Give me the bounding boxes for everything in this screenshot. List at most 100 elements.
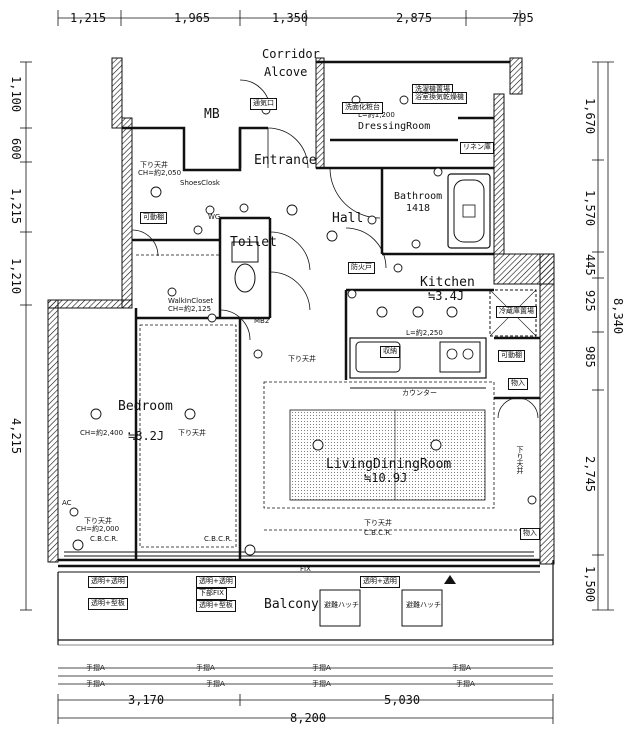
cbcr-mid: C.B.C.R.: [204, 535, 233, 543]
top-dim-1: 1,215: [70, 11, 107, 25]
ch-2000: CH=約2,000: [76, 525, 120, 533]
left-dim-1: 1,100: [9, 76, 23, 113]
handrail-4: 手摺A: [452, 664, 471, 672]
ldr-size: ≒10.9J: [364, 471, 408, 485]
corridor-label: Corridor: [262, 47, 320, 61]
mb2-label: MB2: [254, 317, 270, 325]
window-sashes: [58, 551, 540, 573]
mono-label: 物入: [508, 378, 528, 390]
cbcr-right: C.B.C.R.: [364, 529, 393, 537]
exterior-walls: [47, 57, 555, 565]
sag-ceiling-ac: 下り天井: [84, 517, 112, 525]
counter-label: カウンター: [402, 389, 437, 397]
ch-2400: CH=約2,400: [80, 429, 124, 437]
fridge-space: [489, 289, 537, 337]
left-dim-4: 1,210: [9, 258, 23, 295]
closet-shelf-label: 可動棚: [140, 212, 167, 224]
ac-label: AC: [62, 499, 72, 507]
right-dim-4: 925: [583, 290, 597, 312]
top-dim-3: 1,350: [272, 11, 309, 25]
vent-label: 通気口: [250, 98, 277, 110]
handrail-5: 手摺A: [86, 680, 105, 688]
left-dim-2: 600: [9, 138, 23, 160]
handrail-8: 手摺A: [456, 680, 475, 688]
mb-label: MB: [204, 107, 220, 122]
toilet-fixture: [231, 241, 259, 293]
ch-2050: CH=約2,050: [138, 169, 182, 177]
north-triangle: [444, 575, 456, 584]
interior-walls: [58, 60, 540, 568]
sag-ceiling-bedroom: 下り天井: [178, 429, 206, 437]
window-mist-2: 透明+型板: [196, 600, 236, 612]
top-dim-5: 795: [512, 11, 534, 25]
right-dim-8: 8,340: [611, 298, 625, 335]
handrail-1: 手摺A: [86, 664, 105, 672]
handrail-6: 手摺A: [206, 680, 225, 688]
sagging-ceiling-outlines: [136, 254, 540, 548]
right-dim-5: 985: [583, 346, 597, 368]
kitchen-length: L=約2,250: [406, 329, 443, 337]
bathtub: [447, 173, 491, 249]
evac-hatch-1: 避難ハッチ: [324, 601, 359, 609]
handrail-7: 手摺A: [312, 680, 331, 688]
sag-ceiling-right: 下り天井: [516, 446, 524, 474]
right-dim-3: 445: [583, 254, 597, 276]
evac-hatch-2: 避難ハッチ: [406, 601, 441, 609]
dressing-length: L=約1,200: [358, 111, 395, 119]
entrance-label: Entrance: [254, 153, 317, 168]
window-transparent-3: 透明+透明: [360, 576, 400, 588]
shoes-closk-label: ShoesClosk: [180, 179, 220, 187]
right-dim-7: 1,500: [583, 566, 597, 603]
window-transparent-2: 透明+透明: [196, 576, 236, 588]
alcove-label: Alcove: [264, 65, 308, 79]
ldr-rug: [289, 409, 486, 501]
bottom-dim-left: 3,170: [128, 693, 165, 707]
light-fixtures: [69, 95, 537, 556]
bathroom-size: 1418: [406, 203, 431, 214]
handrail-2: 手摺A: [196, 664, 215, 672]
right-dim-1: 1,670: [583, 98, 597, 135]
sag-ceiling-hall: 下り天井: [288, 355, 316, 363]
wg-label: WG: [208, 213, 221, 221]
top-dim-2: 1,965: [174, 11, 211, 25]
fire-door-label: 防火戸: [348, 262, 375, 274]
ldr-label: LivingDiningRoom: [326, 457, 452, 472]
door-swings: [131, 79, 539, 419]
storage-label: 収納: [380, 346, 400, 358]
bath-dryer-label: 浴室換気乾燥機: [412, 92, 467, 104]
kitchen-counter: [349, 337, 487, 389]
window-transparent-1: 透明+透明: [88, 576, 128, 588]
vanity-label: 洗面化粧台: [342, 102, 383, 114]
handrail-3: 手摺A: [312, 664, 331, 672]
shelf-label: 可動棚: [498, 350, 525, 362]
window-lower-fix: 下部FIX: [196, 588, 227, 600]
left-dim-5: 4,215: [9, 418, 23, 455]
linen-label: リネン庫: [460, 142, 494, 154]
sag-ceiling-ldr: 下り天井: [364, 519, 392, 527]
bottom-dim-right: 5,030: [384, 693, 421, 707]
kitchen-label: Kitchen: [420, 275, 475, 290]
cbcr-left: C.B.C.R.: [90, 535, 119, 543]
balcony-label: Balcony: [264, 597, 319, 612]
bedroom-size: ≒8.2J: [128, 429, 165, 443]
dimension-lines: [20, 10, 614, 724]
bottom-dim-total: 8,200: [290, 711, 327, 725]
window-mist-1: 透明+型板: [88, 598, 128, 610]
sag-ceiling-entry: 下り天井: [140, 161, 168, 169]
hall-label: Hall: [332, 211, 364, 226]
walkin-ch: CH=約2,125: [168, 305, 212, 313]
left-dim-3: 1,215: [9, 188, 23, 225]
fix-label: FIX: [300, 565, 311, 573]
balcony: [57, 560, 554, 685]
kitchen-size: ≒3.4J: [428, 289, 465, 303]
toilet-label: Toilet: [230, 235, 277, 250]
top-dim-4: 2,875: [396, 11, 433, 25]
walkin-closet-label: WalkInCloset: [168, 297, 214, 305]
right-dim-6: 2,745: [583, 456, 597, 493]
dressing-room-label: DressingRoom: [358, 121, 431, 132]
fridge-label: 冷蔵庫置場: [496, 306, 537, 318]
right-dim-2: 1,570: [583, 190, 597, 227]
bathroom-label: Bathroom: [394, 191, 443, 202]
entry-storage-label: 物入: [520, 528, 540, 540]
